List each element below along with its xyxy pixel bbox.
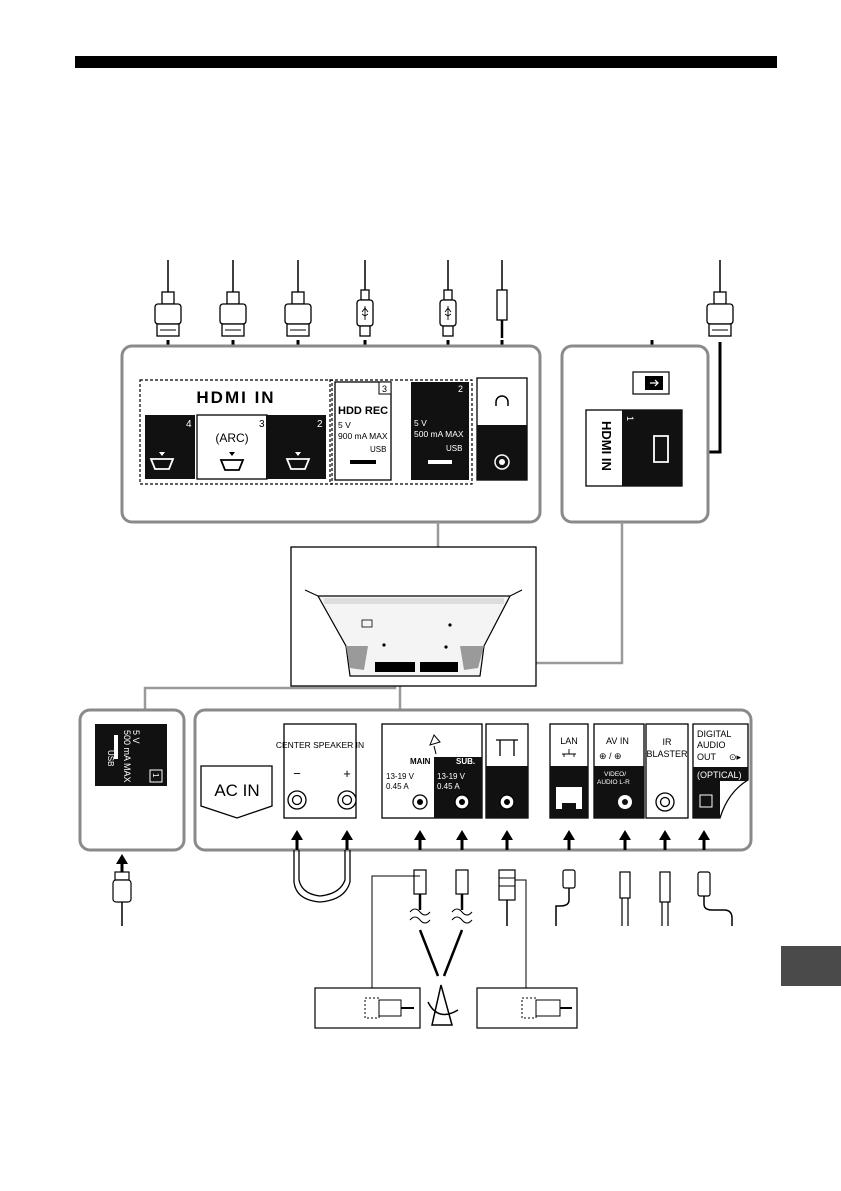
page-section-tab: [781, 946, 841, 986]
av-cable: [620, 872, 630, 926]
hdmi-port-4-number: 4: [186, 419, 192, 430]
speaker-minus: −: [293, 766, 301, 781]
video-label: VIDEO/: [604, 771, 626, 778]
headphone-cable: [497, 260, 507, 338]
hdmi-cable-3: [220, 260, 246, 336]
hdmi-port-3-number: 3: [259, 419, 265, 430]
hdd-rec-number: 3: [382, 384, 387, 394]
main-rating-v: 13-19 V: [386, 772, 415, 781]
speaker-plus: +: [343, 766, 351, 781]
sub-rating-a: 0.45 A: [437, 782, 460, 791]
blaster-label: BLASTER: [646, 749, 688, 759]
usb-cable-2: [440, 260, 456, 336]
usb2-usb: USB: [446, 444, 462, 453]
av-in-icons: ⊕ / ⊕: [599, 751, 622, 761]
usb2-rating-v: 5 V: [414, 418, 427, 428]
optical-label: (OPTICAL): [697, 770, 742, 780]
ac-in-label: AC IN: [214, 781, 259, 800]
usb1-number: 1: [151, 773, 160, 778]
satellite-dish-icon: [428, 985, 458, 1025]
hdmi-cable-4: [155, 260, 181, 336]
center-speaker-label: CENTER SPEAKER IN: [276, 740, 364, 750]
hdmi-plug-icon: [633, 372, 669, 394]
sub-label: SUB.: [456, 757, 475, 766]
hdd-rec-rating-ma: 900 mA MAX: [338, 431, 388, 441]
side-hdmi-number: 1: [625, 416, 635, 421]
audio-label: AUDIO: [697, 740, 726, 750]
usb2-rating-ma: 500 mA MAX: [414, 429, 464, 439]
out-label: OUT: [697, 752, 717, 762]
main-label: MAIN: [410, 757, 431, 766]
main-rating-a: 0.45 A: [386, 782, 409, 791]
hdd-rec-title: HDD REC: [338, 405, 388, 417]
optical-out-icon: ⊙▸: [729, 752, 742, 762]
side-hdmi-label: HDMI IN: [599, 421, 614, 471]
sub-rating-v: 13-19 V: [437, 772, 466, 781]
arc-label: (ARC): [215, 431, 248, 445]
hdmi-cable-2: [285, 260, 311, 336]
usb2-number: 2: [458, 384, 463, 394]
usb1-usb: USB: [106, 750, 115, 766]
ir-label: IR: [663, 737, 673, 747]
hdd-rec-rating-v: 5 V: [338, 420, 351, 430]
lan-label: LAN: [560, 736, 578, 746]
av-in-label: AV IN: [606, 736, 629, 746]
digital-label: DIGITAL: [697, 729, 731, 739]
audio-lr-label: AUDIO L-R: [597, 779, 630, 786]
speaker-cable: [294, 850, 350, 902]
ir-blaster-cable: [660, 872, 670, 926]
lan-cable: [556, 870, 575, 926]
usb-cable-1: [113, 872, 131, 926]
hdmi-cable-side: [707, 260, 733, 336]
satellite-cables: [372, 870, 472, 990]
antenna-cable: [499, 870, 526, 990]
hdd-rec-usb: USB: [370, 445, 386, 454]
optical-cable: [698, 872, 732, 926]
hdmi-in-title: HDMI IN: [196, 388, 275, 407]
usb-cable-3: [357, 260, 373, 336]
hdmi-port-2-number: 2: [317, 419, 323, 430]
usb1-rating-ma: 500 mA MAX: [122, 730, 132, 783]
